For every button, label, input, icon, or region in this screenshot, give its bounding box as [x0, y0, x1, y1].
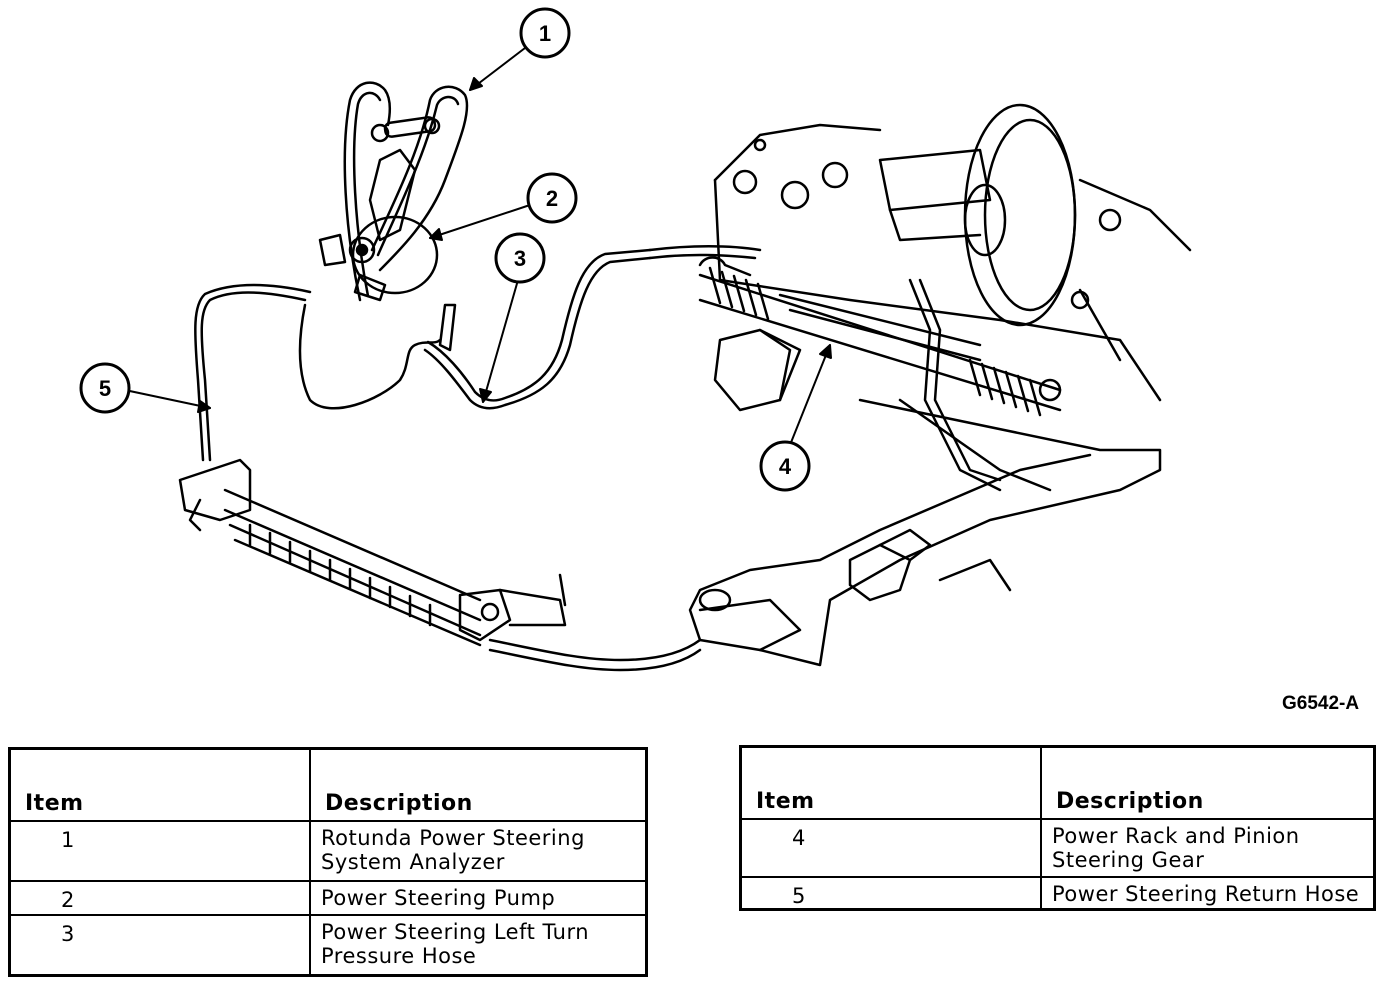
description-line: Power Rack and Pinion: [1052, 824, 1300, 848]
item-number: 1: [8, 820, 311, 882]
legend-header-row: Item Description: [8, 747, 648, 822]
pump-drawing: [318, 148, 439, 302]
table-row: 5 Power Steering Return Hose: [739, 876, 1376, 911]
legend-table-left: Item Description 1 Rotunda Power Steerin…: [8, 747, 648, 977]
description-line: Power Steering Pump: [321, 886, 556, 910]
callout-1: 1: [519, 7, 571, 59]
item-number: 5: [739, 876, 1042, 911]
figure-code: G6542-A: [1282, 693, 1360, 714]
return-hose-drawing: [194, 283, 442, 462]
item-number: 3: [8, 914, 311, 976]
pressure-hose-drawing: [423, 245, 762, 410]
svg-text:3: 3: [514, 246, 526, 271]
svg-text:4: 4: [779, 454, 792, 479]
steering-gear-drawing: [698, 256, 1062, 417]
power-steering-diagram: 1 2 3 4 5: [79, 7, 1192, 672]
svg-text:1: 1: [539, 21, 551, 46]
description-line: Pressure Hose: [321, 944, 477, 968]
table-row: 1 Rotunda Power Steering System Analyzer: [8, 820, 648, 882]
legend-header-row: Item Description: [739, 745, 1376, 820]
item-header: Item: [8, 747, 311, 822]
item-header: Item: [739, 745, 1042, 820]
callout-3: 3: [494, 232, 546, 284]
leader-lines: [124, 47, 832, 446]
item-description: Power Steering Pump: [309, 880, 648, 916]
callout-2: 2: [526, 172, 578, 224]
callout-5: 5: [79, 362, 131, 414]
engine-drawing: [713, 103, 1192, 492]
item-number: 2: [8, 880, 311, 916]
description-header: Description: [309, 747, 648, 822]
analyzer-drawing: [343, 81, 469, 302]
callout-4: 4: [759, 440, 811, 492]
table-row: 4 Power Rack and Pinion Steering Gear: [739, 818, 1376, 878]
description-line: Rotunda Power Steering: [321, 826, 585, 850]
crossmember-drawing: [688, 398, 1162, 667]
svg-text:5: 5: [99, 376, 111, 401]
item-description: Rotunda Power Steering System Analyzer: [309, 820, 648, 882]
description-line: Steering Gear: [1052, 848, 1205, 872]
description-line: Power Steering Return Hose: [1052, 882, 1360, 906]
table-row: 3 Power Steering Left Turn Pressure Hose: [8, 914, 648, 976]
item-description: Power Rack and Pinion Steering Gear: [1040, 818, 1376, 878]
table-row: 2 Power Steering Pump: [8, 880, 648, 916]
description-header: Description: [1040, 745, 1376, 820]
item-description: Power Steering Left Turn Pressure Hose: [309, 914, 648, 976]
svg-text:2: 2: [546, 186, 558, 211]
cooler-drawing: [178, 458, 702, 672]
item-number: 4: [739, 818, 1042, 878]
legend-table-right: Item Description 4 Power Rack and Pinion…: [739, 745, 1376, 911]
description-line: Power Steering Left Turn: [321, 920, 590, 944]
item-description: Power Steering Return Hose: [1040, 876, 1376, 911]
description-line: System Analyzer: [321, 850, 505, 874]
